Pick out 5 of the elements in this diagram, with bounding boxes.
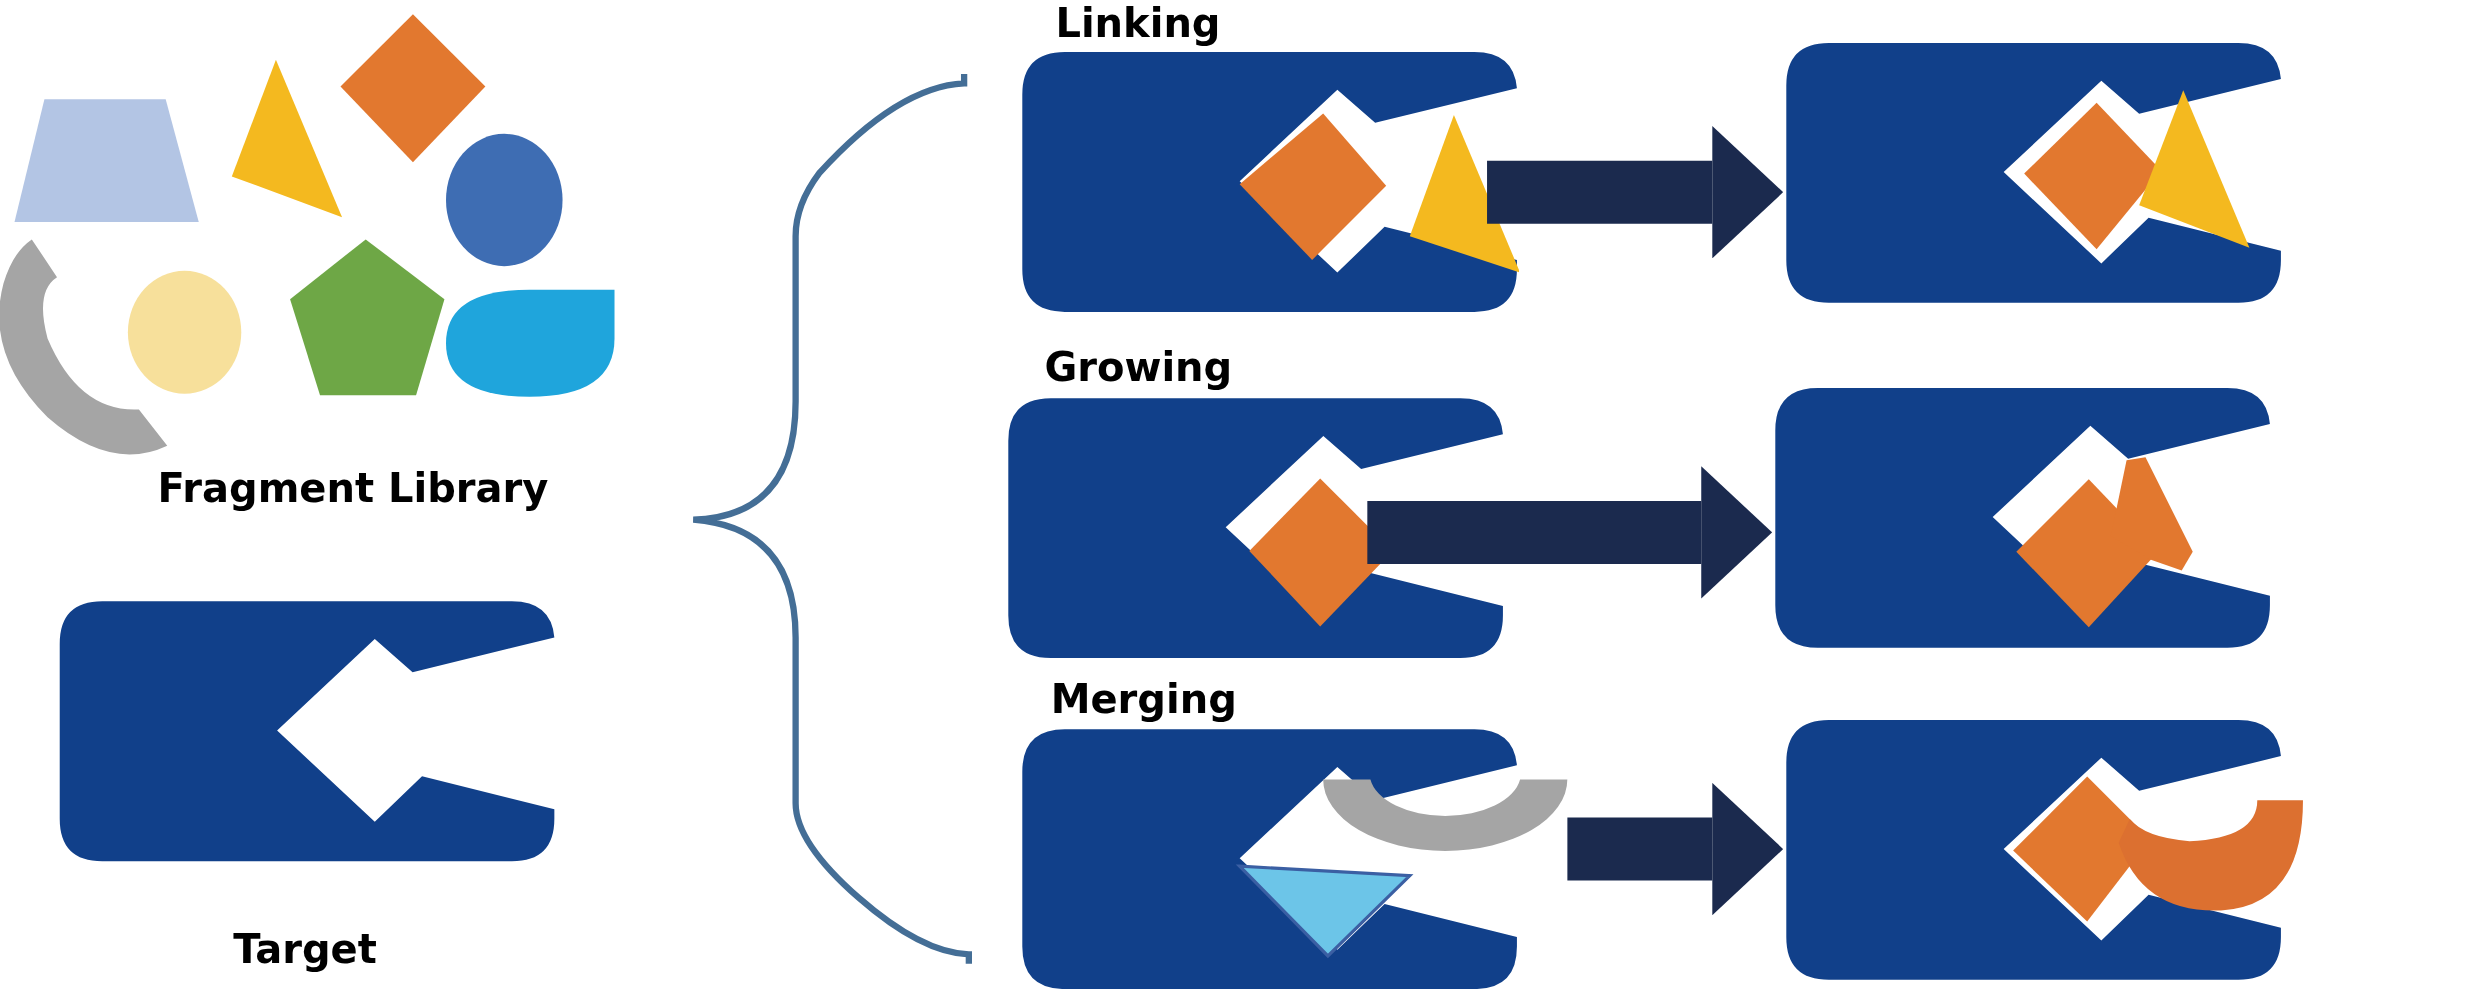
block-arrow bbox=[1367, 466, 1773, 599]
block-arrow bbox=[1487, 126, 1784, 259]
block-arrow bbox=[1567, 782, 1784, 916]
panel-heading: Linking bbox=[1055, 3, 1221, 44]
panel-heading: Target bbox=[233, 929, 377, 970]
